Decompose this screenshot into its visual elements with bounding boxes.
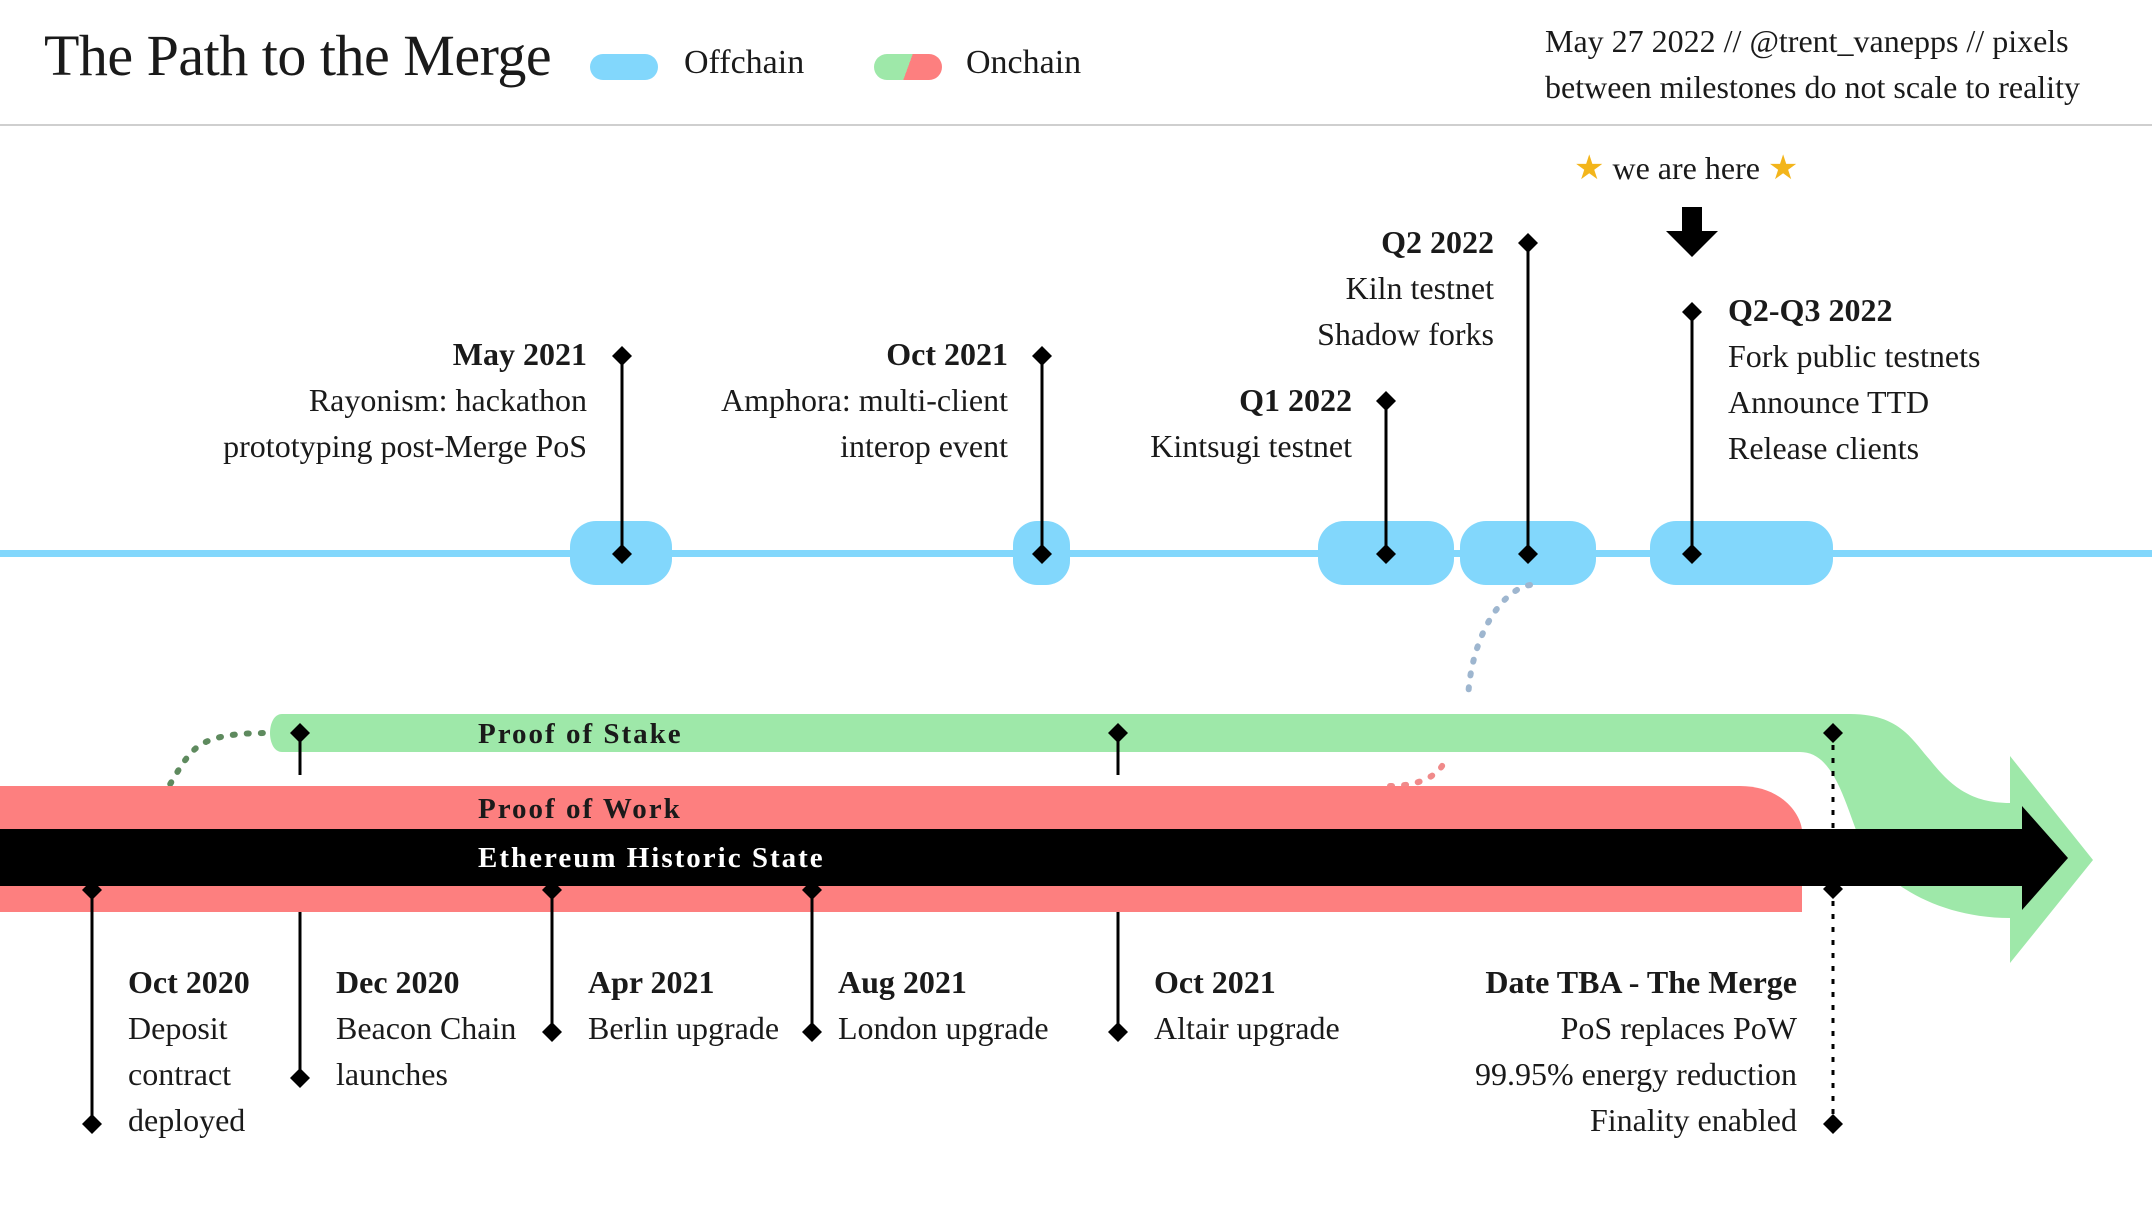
event-line: deployed [128, 1102, 246, 1138]
diamond-oct-2021-bottom [1032, 544, 1052, 564]
event-line: London upgrade [838, 1010, 1049, 1046]
event-line: Fork public testnets [1728, 338, 1981, 374]
event-line: Announce TTD [1728, 384, 1930, 420]
event-date: Oct 2021 [886, 336, 1008, 372]
event-date: Aug 2021 [838, 964, 967, 1000]
offchain-event-q1-2022: Q1 2022 Kintsugi testnet [1150, 377, 1352, 469]
diamond-dec-2020-top [290, 723, 310, 743]
offchain-stems [620, 243, 1694, 554]
onchain-event-aug-2021: Aug 2021 London upgrade [838, 959, 1049, 1051]
diamond-merge-top [1823, 723, 1843, 743]
event-date: Q1 2022 [1239, 382, 1352, 418]
offchain-block-q2q3-2022 [1650, 521, 1833, 585]
meta-caption: May 27 2022 // @trent_vanepps // pixels … [1545, 18, 2080, 110]
event-line: interop event [840, 428, 1008, 464]
diamond-may-2021-top [612, 346, 632, 366]
onchain-event-dec-2020: Dec 2020 Beacon Chain launches [336, 959, 516, 1097]
star-icon: ★ [1574, 150, 1605, 187]
diamond-aug-2021-bottom [802, 1022, 822, 1042]
diamond-dec-2020-bottom [290, 1068, 310, 1088]
onchain-event-oct-2020: Oct 2020 Deposit contract deployed [128, 959, 250, 1143]
diamond-apr-2021-bottom [542, 1022, 562, 1042]
diamond-oct-2020-bottom [82, 1114, 102, 1134]
offchain-event-q2-2022: Q2 2022 Kiln testnet Shadow forks [1317, 219, 1494, 357]
event-line: Finality enabled [1589, 1102, 1797, 1138]
diamond-oct-2021-top [1032, 346, 1052, 366]
event-date: Q2-Q3 2022 [1728, 292, 1893, 328]
event-line: Kiln testnet [1345, 270, 1494, 306]
diamond-aug-2021-top [802, 880, 822, 900]
offchain-diamonds [612, 233, 1702, 564]
onchain-stems [90, 734, 1120, 1124]
diamond-q2q3-2022-top [1682, 302, 1702, 322]
diamond-oct-2020-top [82, 880, 102, 900]
history-band-label: Ethereum Historic State [478, 842, 825, 874]
diamond-q2-2022-top [1518, 233, 1538, 253]
event-date: May 2021 [452, 336, 587, 372]
offchain-event-q2q3-2022: Q2-Q3 2022 Fork public testnets Announce… [1728, 287, 1980, 471]
event-date: Date TBA - The Merge [1485, 964, 1797, 1000]
event-date: Oct 2021 [1154, 964, 1276, 1000]
we-are-here-marker: ★ we are here ★ [1574, 148, 1798, 188]
event-line: Deposit [128, 1010, 228, 1046]
offchain-to-pos-connector [1465, 582, 1533, 703]
event-line: Rayonism: hackathon [308, 382, 587, 418]
diamond-q1-2022-top [1376, 391, 1396, 411]
diamond-may-2021-bottom [612, 544, 632, 564]
down-arrow-icon [1666, 207, 1718, 257]
proof-of-stake-band [270, 714, 2093, 963]
event-line: PoS replaces PoW [1560, 1010, 1797, 1046]
event-date: Dec 2020 [336, 964, 460, 1000]
offchain-legend-swatch [590, 54, 658, 80]
offchain-event-may-2021: May 2021 Rayonism: hackathon prototyping… [223, 331, 587, 469]
meta-line-2: between milestones do not scale to reali… [1545, 69, 2080, 105]
diamond-q2q3-2022-bottom [1682, 544, 1702, 564]
event-line: Berlin upgrade [588, 1010, 780, 1046]
event-date: Oct 2020 [128, 964, 250, 1000]
onchain-legend-swatch [874, 54, 942, 80]
pow-to-offchain-connector [1387, 757, 1448, 789]
event-line: launches [336, 1056, 448, 1092]
diamond-merge-mid [1823, 879, 1843, 899]
onchain-legend-label: Onchain [966, 44, 1082, 81]
star-icon: ★ [1767, 150, 1799, 187]
diamond-apr-2021-top [542, 880, 562, 900]
we-are-here-text: we are here [1612, 150, 1760, 186]
pos-band-label: Proof of Stake [478, 718, 683, 750]
onchain-event-oct-2021: Oct 2021 Altair upgrade [1154, 959, 1340, 1051]
diamond-altair-bottom [1108, 1022, 1128, 1042]
diamond-merge-bottom [1823, 1114, 1843, 1134]
event-line: Release clients [1728, 430, 1920, 466]
event-line: Amphora: multi-client [720, 382, 1008, 418]
page-title: The Path to the Merge [44, 23, 552, 88]
history-to-pos-connector [87, 730, 278, 833]
diamond-q2-2022-bottom [1518, 544, 1538, 564]
offchain-timeline [0, 550, 2152, 557]
offchain-event-oct-2021: Oct 2021 Amphora: multi-client interop e… [721, 331, 1008, 469]
onchain-event-apr-2021: Apr 2021 Berlin upgrade [588, 959, 779, 1051]
onchain-event-the-merge: Date TBA - The Merge PoS replaces PoW 99… [1475, 959, 1797, 1143]
diamond-altair-top [1108, 723, 1128, 743]
ethereum-history-arrow [0, 806, 2068, 910]
offchain-legend-label: Offchain [684, 44, 805, 81]
event-line: Kintsugi testnet [1150, 428, 1352, 464]
header-divider [0, 124, 2152, 126]
pow-band-label: Proof of Work [478, 793, 682, 825]
event-line: Shadow forks [1317, 316, 1494, 352]
event-line: Beacon Chain [336, 1010, 517, 1046]
event-date: Apr 2021 [588, 964, 715, 1000]
event-line: prototyping post-Merge PoS [223, 428, 587, 464]
onchain-diamonds [82, 723, 1843, 1134]
event-date: Q2 2022 [1381, 224, 1494, 260]
event-line: 99.95% energy reduction [1475, 1056, 1797, 1092]
meta-line-1: May 27 2022 // @trent_vanepps // pixels [1545, 23, 2069, 59]
event-line: contract [128, 1056, 232, 1092]
diamond-q1-2022-bottom [1376, 544, 1396, 564]
event-line: Altair upgrade [1154, 1010, 1340, 1046]
